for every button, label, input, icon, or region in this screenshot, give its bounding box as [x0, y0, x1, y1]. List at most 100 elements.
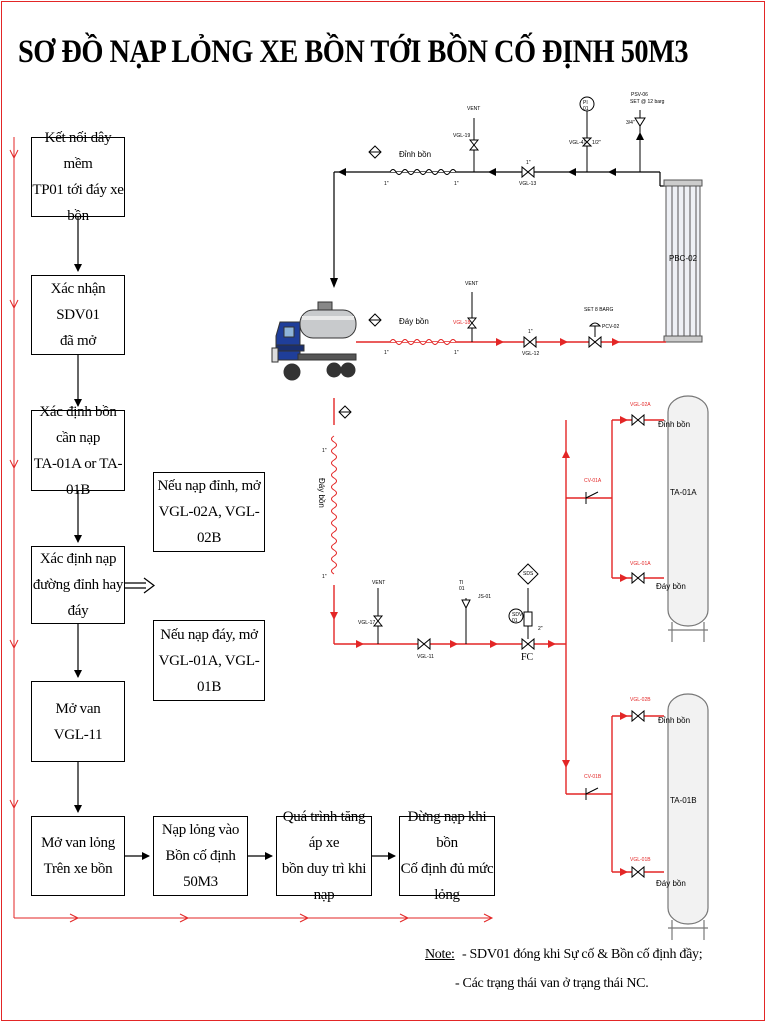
label-size: 1" — [384, 181, 389, 187]
label-vgl41: VGL-41 — [569, 140, 587, 146]
label-vgl19: VGL-19 — [453, 133, 471, 139]
sdv-actuator — [523, 611, 533, 627]
option-line: Nếu nạp đỉnh, mở — [157, 478, 261, 494]
valve-pcv02 — [588, 335, 602, 349]
valve-vgl19 — [468, 139, 480, 151]
label-size: 1" — [526, 160, 531, 166]
step-line: Mở van — [55, 700, 101, 717]
label-vgl18: VGL-18 — [453, 320, 471, 326]
label-size: 1" — [454, 181, 459, 187]
label-vgl01b: VGL-01B — [630, 857, 651, 863]
step-line: Dừng nạp khi bồn — [407, 809, 487, 851]
label-vent: VENT — [372, 580, 386, 586]
flow-arrow-right — [548, 640, 556, 648]
label-hose-mid: Đáy bồn — [399, 317, 429, 326]
step-line: Nạp lỏng vào — [161, 822, 240, 838]
valve-vgl12 — [523, 335, 537, 349]
label-tank-top-b: Đỉnh bồn — [658, 716, 691, 725]
flow-arrow-right — [450, 640, 458, 648]
label-vgl02b: VGL-02B — [630, 697, 651, 703]
valve-psv06 — [634, 117, 646, 127]
flow-arrow-left — [608, 168, 616, 176]
tanker-truck — [271, 301, 357, 381]
red-guide-markers — [9, 149, 494, 923]
label-size-2in: 2" — [538, 626, 543, 632]
label-pbc02: PBC-02 — [669, 254, 698, 263]
valve-vgl17 — [372, 615, 384, 627]
note-label: Note: — [425, 947, 455, 962]
label-size-half: 1/2" — [592, 140, 601, 146]
valve-vgl01a — [631, 571, 645, 585]
label-sensor: JS-01 — [478, 594, 492, 600]
flow-arrow-right — [620, 868, 628, 876]
flow-arrow-right — [612, 338, 620, 346]
label-vgl02a: VGL-02A — [630, 402, 651, 408]
flow-arrow-left — [568, 168, 576, 176]
label-vent: VENT — [465, 281, 479, 287]
tank-ta01a — [667, 395, 709, 642]
page-title: SƠ ĐỒ NẠP LỎNG XE BỒN TỚI BỒN CỐ ĐỊNH 50… — [18, 34, 689, 70]
hose-coil-top — [389, 169, 457, 175]
label-sdv01: SDV 01 — [512, 612, 523, 624]
step-line: Trên xe bồn — [43, 861, 113, 877]
step-line: Cố định đủ mức lỏng — [400, 861, 494, 903]
flow-arrow-down — [330, 278, 338, 288]
sensor-branch-valve — [461, 599, 471, 610]
flow-arrow-right — [356, 640, 364, 648]
double-arrow-head — [143, 577, 155, 594]
hose-coil-mid — [389, 339, 457, 345]
label-psv06: PSV-06 — [631, 92, 648, 98]
check-valve-cv01a — [585, 491, 599, 504]
sdv01-bubble — [508, 608, 524, 624]
label-psv-set: SET @ 12 barg — [630, 99, 665, 105]
label-hose-top: Đỉnh bồn — [399, 150, 432, 159]
flow-arrow-left — [338, 168, 346, 176]
label-size: 1" — [528, 329, 533, 335]
step-line: Kết nối dây mềm — [44, 130, 112, 172]
step-line: Bồn cố định 50M3 — [165, 848, 236, 890]
valve-vgl13 — [521, 165, 535, 179]
flow-arrow-left — [488, 168, 496, 176]
option-line: VGL-02A, VGL-02B — [158, 504, 260, 546]
step-line: VGL-11 — [53, 726, 103, 743]
valve-vgl11 — [417, 637, 431, 651]
option-top-fill: Nếu nạp đỉnh, mở VGL-02A, VGL-02B — [153, 472, 265, 552]
step-line: đường đỉnh hay đáy — [32, 577, 124, 619]
label-sds: SDS — [523, 571, 534, 577]
valve-vgl18 — [466, 317, 478, 329]
step-line: TA-01A or TA-01B — [33, 455, 123, 498]
step-line: Mở van lỏng — [41, 835, 115, 851]
hose-diamond-top — [368, 145, 382, 159]
flow-arrow-right — [490, 640, 498, 648]
label-vgl12: VGL-12 — [522, 351, 540, 357]
step-line: TP01 tới đáy xe bồn — [32, 182, 124, 224]
valve-vgl01b — [631, 865, 645, 879]
label-pi01: PI 01 — [583, 100, 589, 112]
step-line: đã mở — [59, 333, 96, 349]
label-size: 1" — [384, 350, 389, 356]
label-pcv-set: SET 8 BARG — [584, 307, 614, 313]
flow-arrow-down — [562, 760, 570, 768]
hose-diamond-vertical — [338, 405, 352, 419]
label-pcv02: PCV-02 — [602, 324, 620, 330]
label-cv01a: CV-01A — [584, 478, 602, 484]
label-size: 1" — [322, 574, 327, 580]
label-cv01b: CV-01B — [584, 774, 602, 780]
hose-diamond-mid — [368, 313, 382, 327]
step-stop-fill: Dừng nạp khi bồn Cố định đủ mức lỏng — [399, 809, 495, 903]
valve-vgl41 — [581, 137, 593, 147]
label-vgl17: VGL-17 — [358, 620, 376, 626]
label-size: 1" — [454, 350, 459, 356]
label-tank-bottom-a: Đáy bồn — [656, 582, 686, 591]
step-line: Xác nhận SDV01 — [50, 281, 106, 323]
check-valve-cv01b — [585, 787, 599, 800]
valve-vgl02b — [631, 709, 645, 723]
label-tank-a: TA-01A — [670, 488, 697, 497]
